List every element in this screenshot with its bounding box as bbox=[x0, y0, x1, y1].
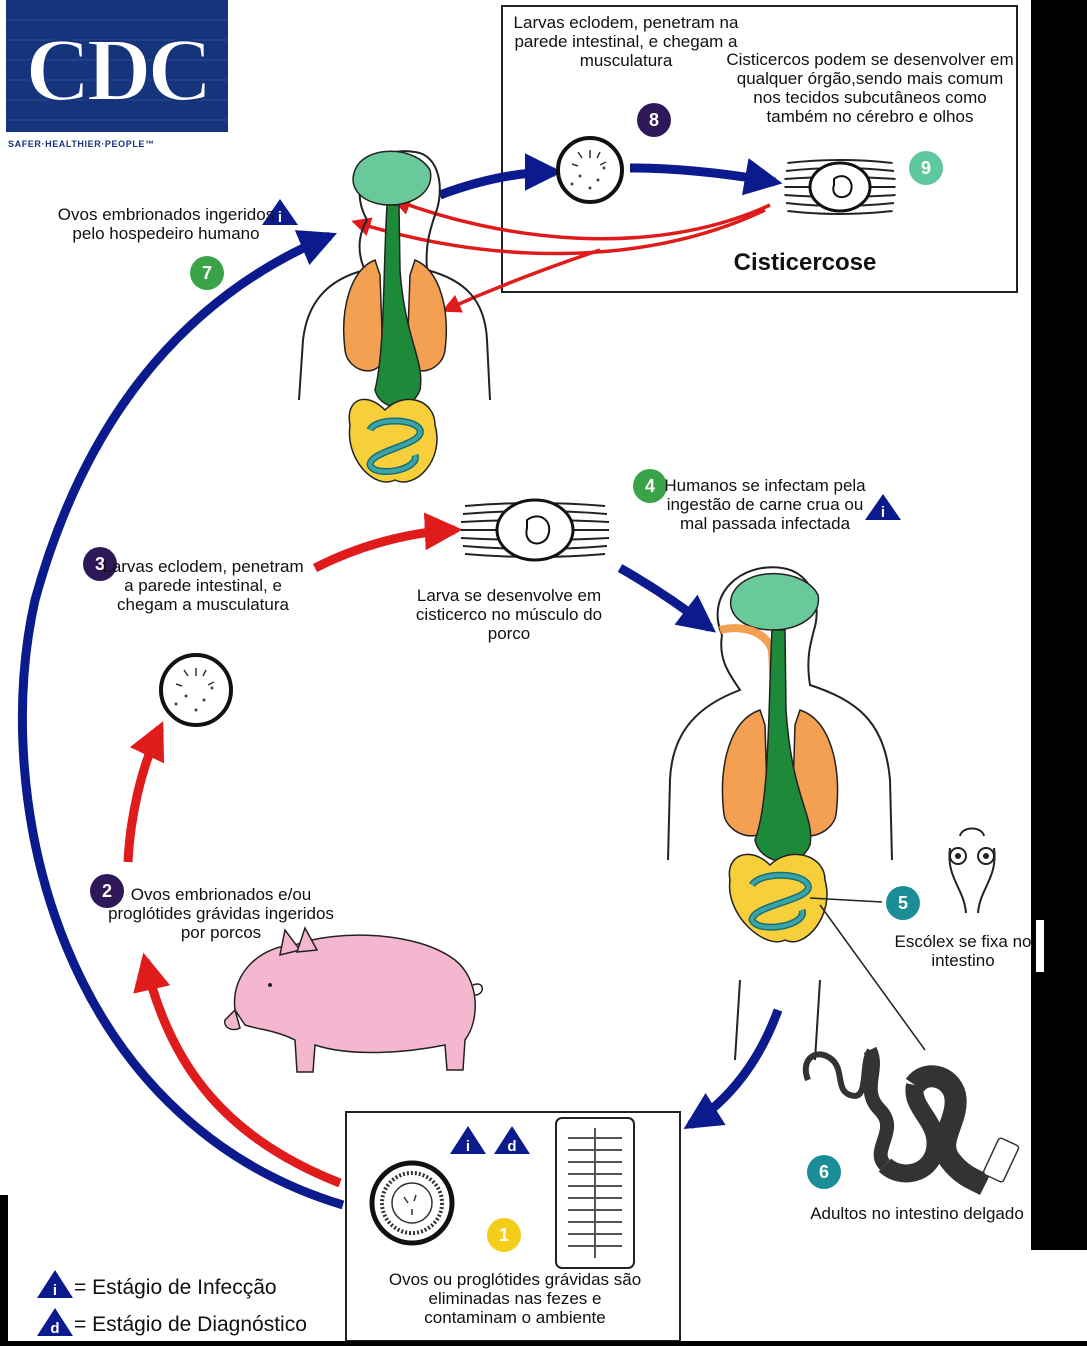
cysticercosis-box bbox=[501, 5, 1018, 293]
step1-badge: 1 bbox=[487, 1218, 521, 1252]
step7-text: Ovos embrionados ingeridos pelo hospedei… bbox=[57, 205, 275, 243]
arrow-step8-to-step9 bbox=[629, 158, 783, 196]
oncosphere-icon bbox=[159, 653, 233, 727]
human-body-icon bbox=[667, 566, 893, 1061]
proglottid-icon bbox=[555, 1117, 635, 1269]
infection-stage-icon: i bbox=[865, 494, 901, 521]
cysticercus-icon bbox=[783, 159, 897, 215]
legend-diagnosis-icon: d bbox=[37, 1308, 73, 1337]
step9-text: Cisticercos podem se desenvolver em qual… bbox=[726, 50, 1014, 126]
diagnostic-stage-icon: d bbox=[494, 1126, 530, 1155]
scolex-icon bbox=[948, 827, 996, 914]
step6-badge: 6 bbox=[807, 1155, 841, 1189]
arrow-step2-to-step3 bbox=[123, 721, 165, 863]
arrows-step9-to-organs bbox=[351, 196, 771, 313]
step1-text: Ovos ou proglótides grávidas são elimina… bbox=[388, 1270, 642, 1327]
step8-badge: 8 bbox=[637, 103, 671, 137]
step9-badge: 9 bbox=[909, 151, 943, 185]
step8-text: Larvas eclodem, penetram na parede intes… bbox=[513, 13, 739, 70]
svg-text:d: d bbox=[50, 1320, 59, 1337]
arrow-step7-to-step8 bbox=[438, 153, 563, 200]
step4-badge: 4 bbox=[633, 469, 667, 503]
step2-text: Ovos embrionados e/ou proglótides grávid… bbox=[108, 885, 334, 942]
infection-stage-icon: i bbox=[262, 199, 298, 226]
svg-text:i: i bbox=[53, 1282, 57, 1299]
cdc-logo: CDC SAFER·HEALTHIER·PEOPLE™ bbox=[6, 0, 228, 149]
arrow-step1-to-step2 bbox=[133, 952, 342, 1188]
arrow-step1-to-step7 bbox=[17, 230, 345, 1210]
step3-text: Larvas eclodem, penetram a parede intest… bbox=[102, 557, 304, 614]
legend-diagnosis-label: = Estágio de Diagnóstico bbox=[74, 1313, 307, 1336]
oncosphere-icon bbox=[556, 136, 624, 204]
legend-infection-label: = Estágio de Infecção bbox=[74, 1276, 277, 1299]
svg-text:i: i bbox=[466, 1138, 470, 1155]
step3-badge: 3 bbox=[83, 547, 117, 581]
legend-infection-icon: i bbox=[37, 1270, 73, 1299]
arrow-human-to-step1 bbox=[683, 1008, 783, 1130]
svg-text:i: i bbox=[881, 504, 885, 521]
logo-wordmark: CDC bbox=[26, 21, 209, 120]
step4-text: Humanos se infectam pela ingestão de car… bbox=[664, 476, 866, 533]
cysticercus-icon bbox=[460, 498, 610, 562]
arrow-step3-to-cyst bbox=[312, 512, 463, 573]
infection-stage-icon: i bbox=[450, 1126, 486, 1155]
step7-badge: 7 bbox=[190, 256, 224, 290]
step6-text: Adultos no intestino delgado bbox=[810, 1204, 1024, 1223]
step5-text: Escólex se fixa no intestino bbox=[894, 932, 1032, 970]
human-body-icon bbox=[298, 150, 491, 483]
cysticercosis-title: Cisticercose bbox=[734, 249, 877, 276]
svg-text:d: d bbox=[507, 1138, 516, 1155]
step5-badge: 5 bbox=[886, 886, 920, 920]
step2-badge: 2 bbox=[90, 874, 124, 908]
arrow-cyst-to-step4 bbox=[617, 564, 716, 633]
logo-tagline: SAFER·HEALTHIER·PEOPLE™ bbox=[8, 139, 155, 149]
tapeworm-icon bbox=[802, 1046, 1020, 1195]
cyst-pork-text: Larva se desenvolve em cisticerco no mús… bbox=[415, 586, 603, 643]
pig-icon bbox=[224, 926, 483, 1073]
egg-icon bbox=[369, 1160, 455, 1246]
svg-text:i: i bbox=[278, 209, 282, 226]
